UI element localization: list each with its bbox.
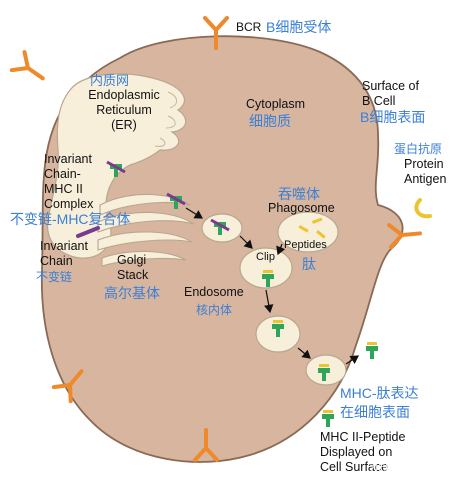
- mhc-ii-complex-icon: [210, 218, 230, 235]
- bcr-label-cn: B细胞受体: [266, 19, 332, 35]
- surface-label: Surface of B Cell: [362, 79, 419, 108]
- bcr-receptor-icon: [193, 428, 219, 462]
- mhc-ii-complex-icon: [322, 410, 334, 427]
- invariant-chain-label: Invariant Chain: [40, 239, 88, 268]
- clip-label: Clip: [256, 251, 275, 263]
- surface-label-cn: B细胞表面: [360, 109, 426, 125]
- invariant-complex-label: Invariant Chain- MHC II Complex: [44, 152, 94, 211]
- mhc-ii-complex-icon: [272, 320, 284, 337]
- bcr-receptor-icon: [51, 369, 84, 404]
- bcr-receptor-icon: [387, 223, 422, 250]
- mhc-surface-label-cn-1: MHC-肽表达: [340, 385, 419, 401]
- cytoplasm-label: Cytoplasm: [246, 97, 306, 111]
- golgi-stack: [97, 193, 195, 267]
- mhc-ii-complex-icon: [262, 270, 274, 287]
- phagosome: [277, 211, 339, 253]
- er-label: Endoplasmic Reticulum (ER): [88, 88, 160, 132]
- bcr-label: BCR: [236, 20, 262, 34]
- watermark: 知乎 @蠢蠢爸: [370, 461, 440, 473]
- pathway-arrows: [185, 207, 359, 365]
- mhc-surface-label-cn-2: 在细胞表面: [340, 404, 410, 420]
- er-label-cn: 内质网: [90, 73, 130, 88]
- mhc-ii-complex-icon: [166, 192, 186, 209]
- bcr-receptor-icon: [9, 50, 45, 81]
- er-folds: [154, 91, 177, 147]
- protein-antigen-label-cn: 蛋白抗原: [394, 142, 443, 156]
- invariant-chain-icon: [76, 226, 100, 238]
- mhc-ii-complex-icon: [366, 342, 378, 359]
- protein-antigen-label: Protein Antigen: [404, 157, 447, 186]
- bcr-receptor-icon: [203, 16, 229, 50]
- endosome-label-cn: 核内体: [196, 303, 233, 317]
- peptides-label: Peptides: [284, 239, 327, 251]
- mhc-ii-complex-icon: [318, 364, 330, 381]
- mhc-surface-label: MHC II-Peptide Displayed on Cell Surface: [320, 430, 406, 474]
- invariant-complex-label-cn: 不变链-MHC复合体: [10, 211, 131, 227]
- endosome: [239, 247, 293, 289]
- peptide-fragment-icon: [316, 229, 326, 239]
- endosome-label: Endosome: [184, 285, 244, 299]
- golgi-label: Golgi Stack: [117, 253, 149, 282]
- golgi-label-cn: 高尔基体: [104, 285, 160, 301]
- phagosome-label-cn: 吞噬体: [278, 186, 320, 202]
- phagosome-label: Phagosome: [268, 201, 335, 215]
- mhc-ii-complex-icon: [106, 160, 126, 177]
- protein-antigen: [414, 198, 432, 219]
- cytoplasm-label-cn: 细胞质: [249, 113, 291, 129]
- peptides-label-cn: 肽: [302, 256, 316, 272]
- peptide-fragment-icon: [298, 225, 309, 233]
- invariant-chain-label-cn: 不变链: [36, 270, 73, 284]
- peptide-fragment-icon: [312, 217, 323, 224]
